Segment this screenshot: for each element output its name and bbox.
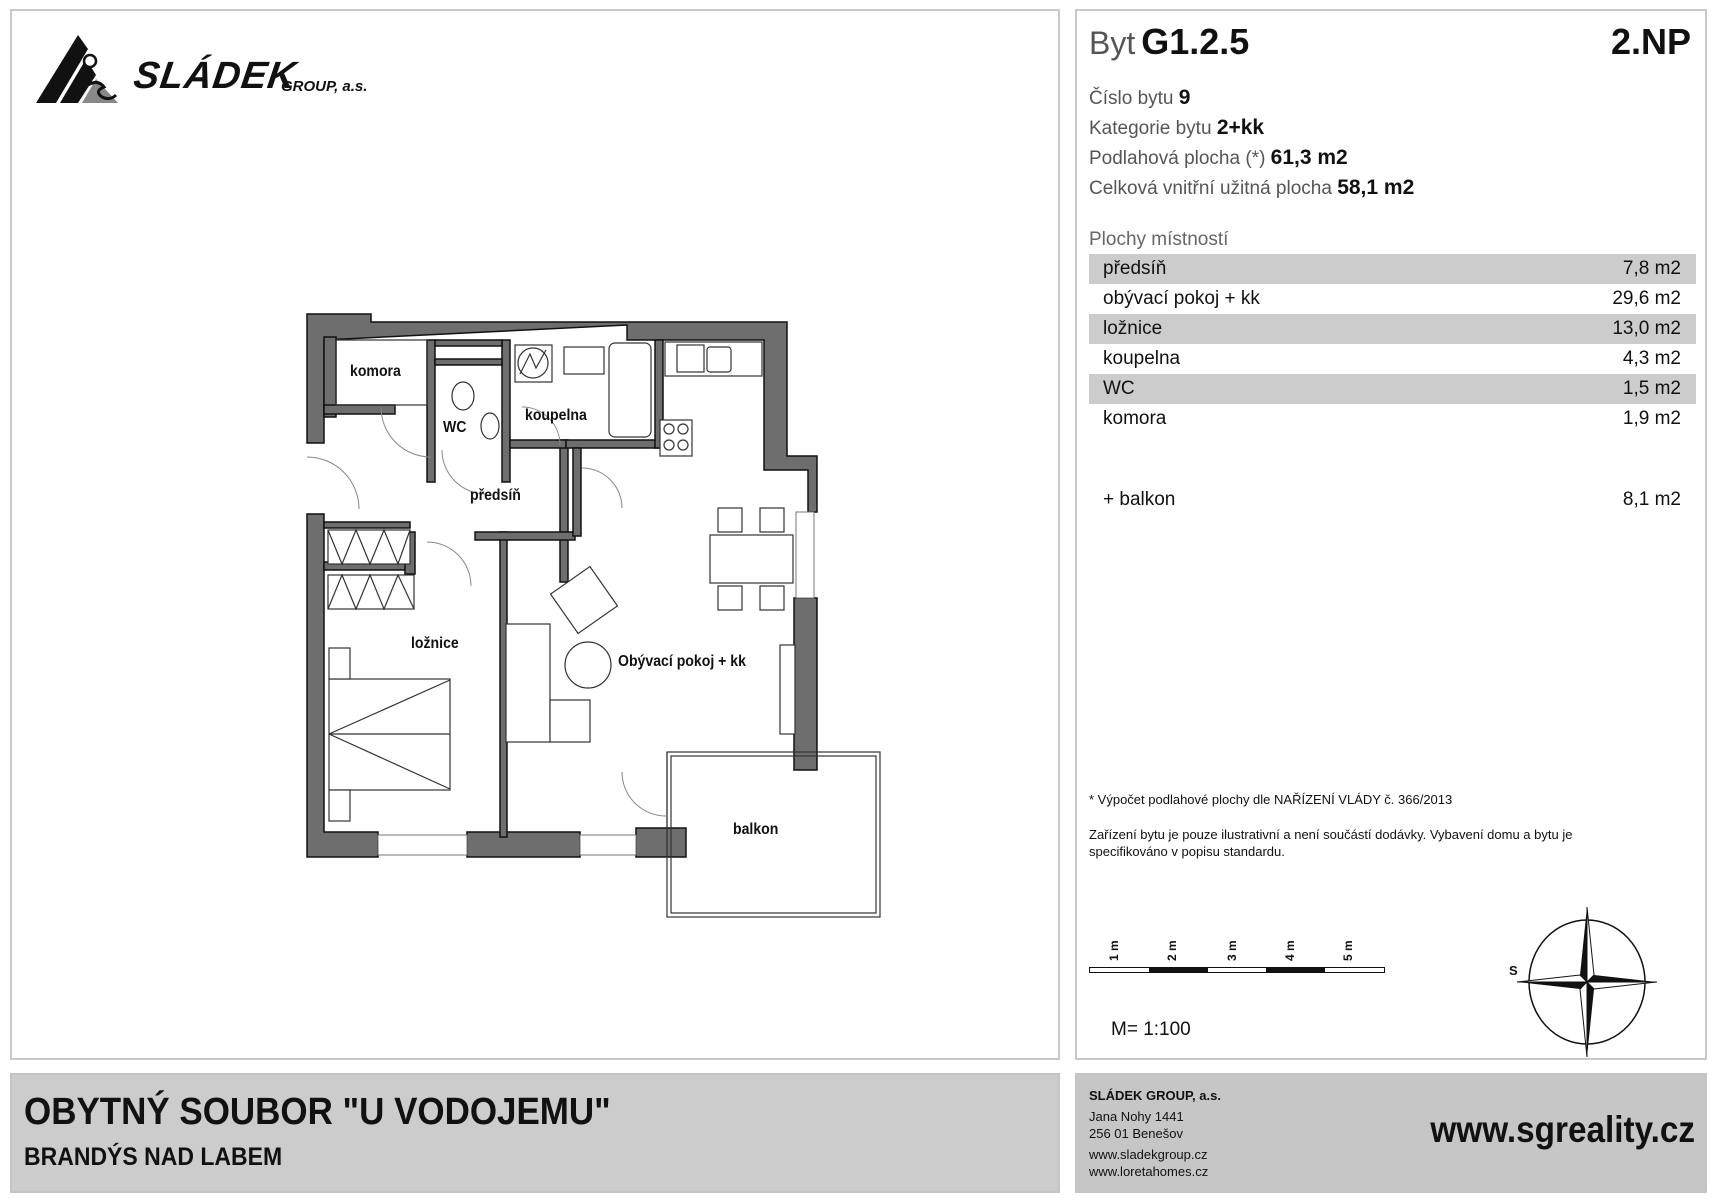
floor-plan-drawing (306, 313, 881, 918)
scale-ratio: M= 1:100 (1111, 1019, 1191, 1040)
fact-label: Podlahová plocha (*) (1089, 148, 1266, 169)
table-row: předsíň 7,8 m2 (1089, 254, 1696, 284)
compass-rose-icon (1517, 907, 1657, 1057)
footnote: * Výpočet podlahové plochy dle NAŘÍZENÍ … (1089, 792, 1453, 807)
fact-label: Celková vnitřní užitná plocha (1089, 178, 1332, 199)
room-name: WC (1103, 378, 1135, 399)
table-row: komora 1,9 m2 (1089, 404, 1696, 434)
room-name: obývací pokoj + kk (1103, 288, 1260, 309)
fact-row: Kategorie bytu 2+kk (1089, 113, 1414, 143)
disclaimer: Zařízení bytu je pouze ilustrativní a ne… (1089, 827, 1573, 859)
fact-row: Číslo bytu 9 (1089, 83, 1414, 113)
scale-tick: 5 m (1341, 940, 1355, 961)
scale-tick: 1 m (1107, 940, 1121, 961)
balcony-label: + balkon (1103, 489, 1176, 510)
fact-value: 9 (1178, 86, 1191, 109)
loreta-web-link[interactable]: www.loretahomes.cz (1089, 1164, 1209, 1179)
fact-value: 2+kk (1216, 116, 1265, 139)
table-row: ložnice 13,0 m2 (1089, 314, 1696, 344)
floor-label: 2.NP (1610, 21, 1691, 62)
room-label-predsin: předsíň (470, 487, 521, 504)
project-name: OBYTNÝ SOUBOR "U VODOJEMU" (24, 1091, 611, 1133)
company-contact: SLÁDEK GROUP, a.s. Jana Nohy 1441 256 01… (1089, 1087, 1221, 1180)
scale-tick: 2 m (1165, 940, 1179, 961)
company-name: SLÁDEK GROUP, a.s. (1089, 1088, 1221, 1103)
table-row: WC 1,5 m2 (1089, 374, 1696, 404)
room-label-balkon: balkon (733, 821, 779, 838)
room-area: 4,3 m2 (1622, 348, 1681, 369)
room-label-obyvaci-pokoj: Obývací pokoj + kk (618, 653, 746, 670)
balcony-row: + balkon 8,1 m2 (1089, 485, 1696, 515)
room-area: 1,5 m2 (1622, 378, 1681, 399)
apartment-facts: Číslo bytu 9 Kategorie bytu 2+kk Podlaho… (1089, 83, 1414, 203)
room-label-koupelna: koupelna (525, 407, 587, 424)
company-street: Jana Nohy 1441 (1089, 1109, 1184, 1124)
room-name: koupelna (1103, 348, 1181, 369)
project-location: BRANDÝS NAD LABEM (24, 1143, 283, 1171)
room-area: 1,9 m2 (1622, 408, 1681, 429)
table-row: koupelna 4,3 m2 (1089, 344, 1696, 374)
scale-tick: 3 m (1225, 940, 1239, 961)
room-name: ložnice (1103, 318, 1163, 339)
floor-plan-panel: SLÁDEK GROUP, a.s. (10, 9, 1060, 1060)
room-area: 13,0 m2 (1612, 318, 1681, 339)
logo-suffix: GROUP, a.s. (281, 78, 368, 95)
logo-triangle-icon (36, 35, 118, 103)
scale-bar-graphic (1089, 967, 1385, 973)
rooms-title: Plochy místností (1089, 229, 1229, 250)
room-name: předsíň (1103, 258, 1167, 279)
scale-tick: 4 m (1283, 940, 1297, 961)
room-name: komora (1103, 408, 1167, 429)
balcony-area: 8,1 m2 (1622, 489, 1681, 510)
compass-label: S (1509, 963, 1518, 978)
company-logo: SLÁDEK GROUP, a.s. (26, 25, 386, 105)
apartment-id: G1.2.5 (1141, 21, 1250, 62)
fact-label: Kategorie bytu (1089, 118, 1212, 139)
fact-value: 61,3 m2 (1270, 146, 1348, 169)
fact-row: Podlahová plocha (*) 61,3 m2 (1089, 143, 1414, 173)
company-web-link[interactable]: www.sladekgroup.cz (1089, 1147, 1208, 1162)
fact-label: Číslo bytu (1089, 88, 1174, 109)
room-area: 29,6 m2 (1612, 288, 1681, 309)
table-row: obývací pokoj + kk 29,6 m2 (1089, 284, 1696, 314)
room-area: 7,8 m2 (1622, 258, 1681, 279)
room-label-loznice: ložnice (411, 635, 459, 652)
fact-row: Celková vnitřní užitná plocha 58,1 m2 (1089, 173, 1414, 203)
company-footer: SLÁDEK GROUP, a.s. Jana Nohy 1441 256 01… (1075, 1073, 1707, 1193)
room-label-komora: komora (350, 363, 401, 380)
room-label-wc: WC (443, 419, 467, 436)
website-link[interactable]: www.sgreality.cz (1430, 1109, 1695, 1150)
fact-value: 58,1 m2 (1337, 176, 1415, 199)
title-prefix: Byt (1089, 25, 1136, 61)
company-city: 256 01 Benešov (1089, 1126, 1183, 1141)
project-footer: OBYTNÝ SOUBOR "U VODOJEMU" BRANDÝS NAD L… (10, 1073, 1060, 1193)
